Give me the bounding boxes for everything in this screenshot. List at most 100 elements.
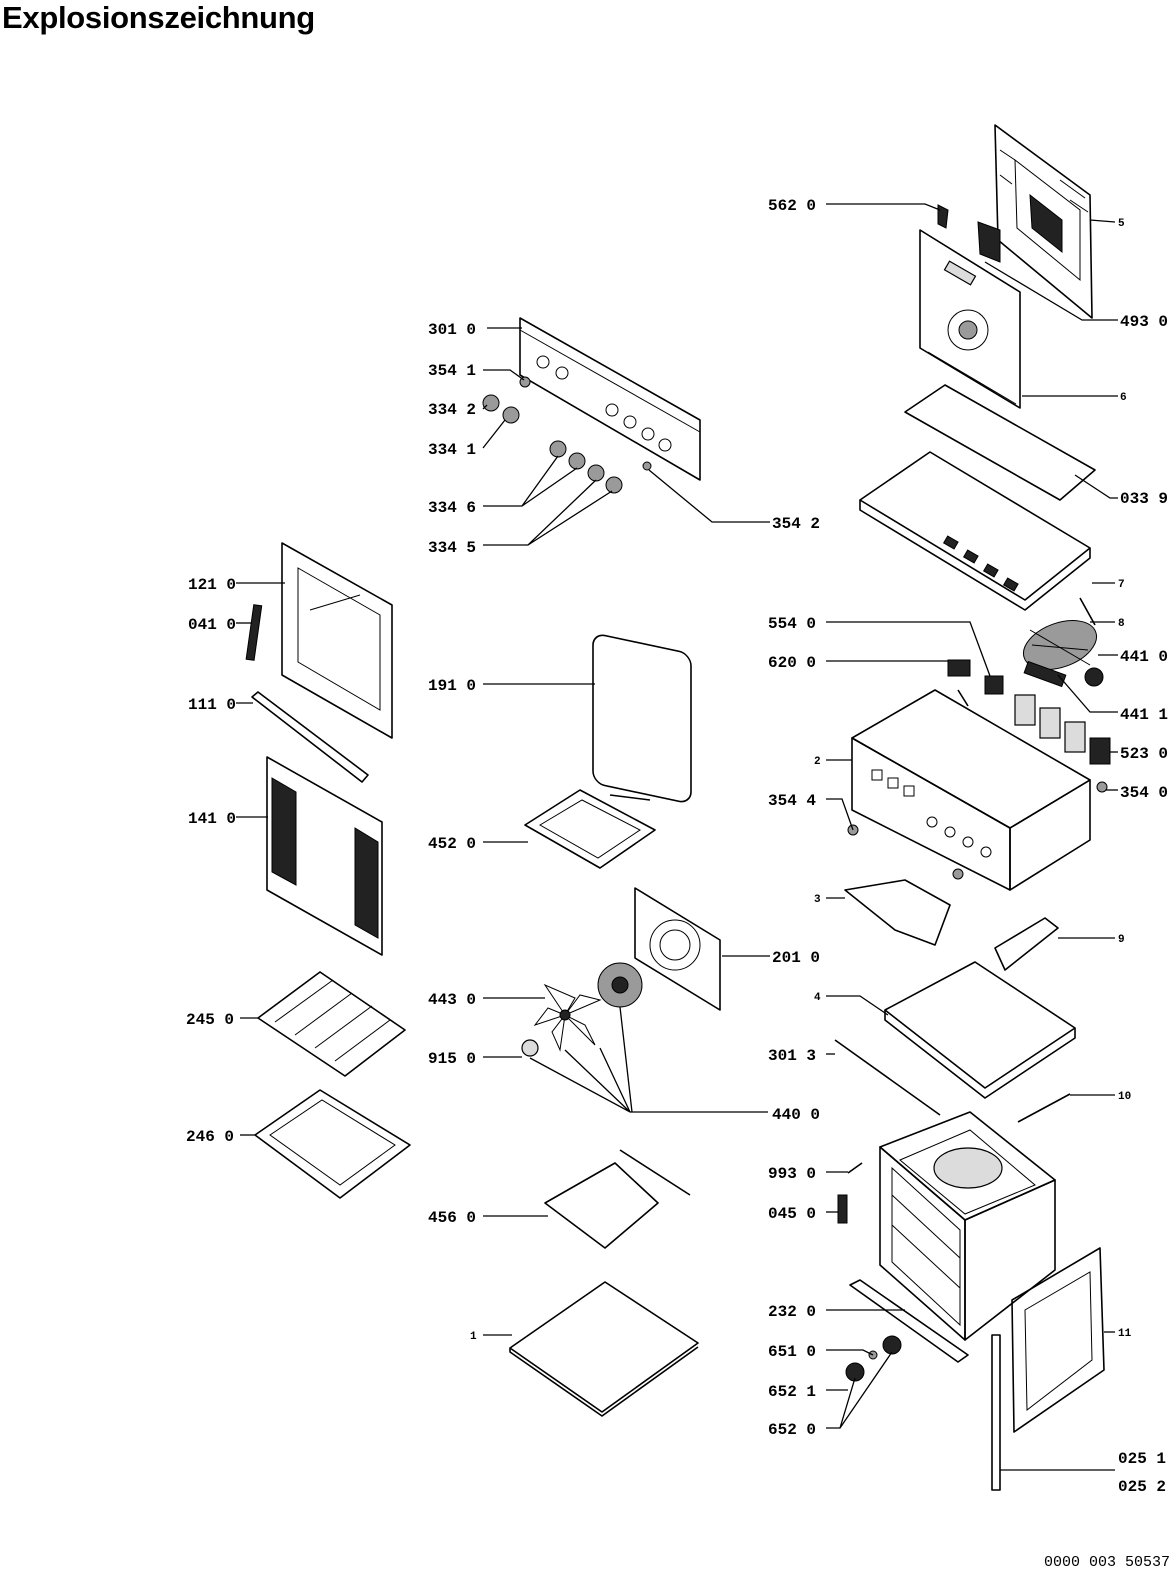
- channel-9: [994, 917, 1059, 971]
- page-title: Explosionszeichnung: [2, 0, 315, 35]
- label-301-0: 301 0: [428, 321, 476, 339]
- insulation-mat: [904, 384, 1096, 501]
- label-191-0: 191 0: [428, 677, 476, 695]
- label-440-0: 440 0: [772, 1106, 820, 1124]
- rail-025: [991, 1334, 1001, 1491]
- label-10: 10: [1118, 1091, 1131, 1103]
- label-3: 3: [814, 894, 821, 906]
- label-334-6: 334 6: [428, 499, 476, 517]
- part-labels: 562 0 5 493 0 6 301 0 354 1 334 2 334 1 …: [186, 197, 1168, 1496]
- label-493-0: 493 0: [1120, 313, 1168, 331]
- oven-rack: [257, 971, 406, 1077]
- side-panel-11: [1011, 1247, 1105, 1433]
- label-7: 7: [1118, 579, 1125, 591]
- screw-lower: [952, 868, 964, 880]
- label-554-0: 554 0: [768, 615, 816, 633]
- knob-334-1: [502, 406, 520, 424]
- label-620-0: 620 0: [768, 654, 816, 672]
- rod-10: [1017, 1093, 1071, 1123]
- label-232-0: 232 0: [768, 1303, 816, 1321]
- knob-334-5a: [587, 464, 605, 482]
- label-651-0: 651 0: [768, 1343, 816, 1361]
- tangential-fan: [1023, 620, 1104, 687]
- lamp-354-2: [642, 461, 652, 471]
- label-045-0: 045 0: [768, 1205, 816, 1223]
- hinge-045: [837, 1194, 848, 1224]
- label-443-0: 443 0: [428, 991, 476, 1009]
- leader-lines: [236, 203, 1118, 1471]
- liner-panel-1: [509, 1281, 699, 1417]
- door-inner-frame: [281, 542, 393, 739]
- nut-915: [521, 1039, 539, 1057]
- fan-mounting-frame: [919, 204, 1021, 409]
- label-025-2: 025 2: [1118, 1478, 1166, 1496]
- grill-element: [524, 789, 656, 869]
- label-334-1: 334 1: [428, 441, 476, 459]
- label-993-0: 993 0: [768, 1165, 816, 1183]
- control-panel-301: [519, 317, 701, 481]
- label-452-0: 452 0: [428, 835, 476, 853]
- switch-620: [947, 659, 971, 677]
- label-121-0: 121 0: [188, 576, 236, 594]
- label-354-4: 354 4: [768, 792, 816, 810]
- bracket-8: [1079, 597, 1096, 626]
- label-11: 11: [1118, 1328, 1132, 1340]
- label-652-1: 652 1: [768, 1383, 816, 1401]
- screw-993: [847, 1162, 863, 1174]
- label-6: 6: [1120, 392, 1127, 404]
- label-201-0: 201 0: [772, 949, 820, 967]
- label-441-1: 441 1: [1120, 706, 1168, 724]
- knob-334-6a: [549, 440, 567, 458]
- label-562-0: 562 0: [768, 197, 816, 215]
- door-seal: [592, 634, 692, 803]
- rod-301-3: [834, 1039, 941, 1116]
- door-handle: [251, 691, 369, 783]
- label-354-0: 354 0: [1120, 784, 1168, 802]
- bracket-3: [844, 879, 951, 946]
- knob-334-2: [482, 394, 500, 412]
- label-4: 4: [814, 992, 821, 1004]
- baking-tray: [254, 1089, 411, 1199]
- knob-334-6b: [568, 452, 586, 470]
- fan-cover-201: [634, 887, 721, 1011]
- fan-blade: [533, 983, 602, 1052]
- label-334-5: 334 5: [428, 539, 476, 557]
- label-025-1: 025 1: [1118, 1450, 1166, 1468]
- label-2: 2: [814, 756, 821, 768]
- screw-354-0: [1096, 781, 1108, 793]
- door-outer-glass: [266, 756, 383, 956]
- label-245-0: 245 0: [186, 1011, 234, 1029]
- label-354-1: 354 1: [428, 362, 476, 380]
- knob-334-5b: [605, 476, 623, 494]
- front-trim-232: [849, 1279, 969, 1363]
- switch-554: [984, 675, 1004, 695]
- label-915-0: 915 0: [428, 1050, 476, 1068]
- label-9: 9: [1118, 934, 1125, 946]
- label-033-9: 033 9: [1120, 490, 1168, 508]
- label-041-0: 041 0: [188, 616, 236, 634]
- label-523-0: 523 0: [1120, 745, 1168, 763]
- label-8: 8: [1118, 618, 1125, 630]
- oven-cavity: [879, 1111, 1056, 1341]
- top-cover-tray: [859, 451, 1091, 611]
- relay-block: [1014, 694, 1111, 765]
- hinge-041: [245, 604, 263, 661]
- label-441-0: 441 0: [1120, 648, 1168, 666]
- label-456-0: 456 0: [428, 1209, 476, 1227]
- document-code: 0000 003 50537: [1043, 1554, 1170, 1571]
- label-246-0: 246 0: [186, 1128, 234, 1146]
- label-652-0: 652 0: [768, 1421, 816, 1439]
- knob-652-1: [845, 1362, 865, 1382]
- rotisserie-456: [544, 1149, 691, 1249]
- fan-motor-443: [597, 962, 643, 1008]
- label-301-3: 301 3: [768, 1047, 816, 1065]
- label-1: 1: [470, 1331, 477, 1343]
- label-111-0: 111 0: [188, 696, 236, 714]
- knob-652-0: [882, 1335, 902, 1355]
- label-5: 5: [1118, 218, 1125, 230]
- rear-cover-panel: [994, 124, 1093, 319]
- label-334-2: 334 2: [428, 401, 476, 419]
- control-housing: [851, 689, 1091, 891]
- label-141-0: 141 0: [188, 810, 236, 828]
